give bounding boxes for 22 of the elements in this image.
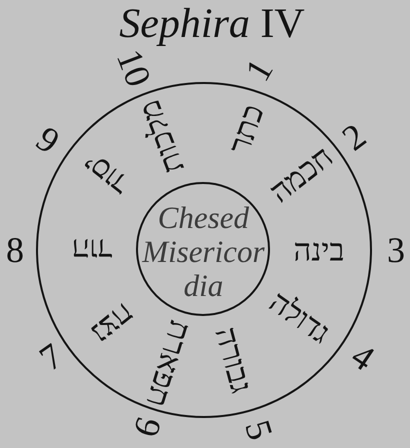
circle-label: Misericor dia bbox=[141, 235, 266, 304]
number-label: 2 bbox=[336, 117, 372, 157]
number-label: 5 bbox=[239, 416, 279, 444]
number-label: 4 bbox=[346, 337, 381, 378]
number-label: 9 bbox=[30, 120, 66, 160]
number-label: 7 bbox=[33, 337, 68, 378]
hebrew-word: הוד bbox=[72, 234, 112, 266]
number-label: 1 bbox=[238, 53, 280, 87]
center-circle bbox=[136, 182, 270, 316]
hebrew-word: יסוד bbox=[78, 146, 135, 201]
hebrew-word: גבורה bbox=[210, 324, 258, 396]
number-label: 6 bbox=[126, 412, 166, 441]
circle-label: Chesed bbox=[156, 201, 250, 236]
number-label: 8 bbox=[6, 232, 24, 268]
number-label: 10 bbox=[110, 44, 158, 92]
title: Sephira IV bbox=[119, 3, 305, 45]
hebrew-word: תפארת bbox=[142, 317, 197, 410]
number-label: 3 bbox=[387, 232, 405, 268]
hebrew-word: מלכות bbox=[132, 96, 188, 178]
hebrew-word: בינה bbox=[294, 234, 344, 266]
hebrew-word: גדולה bbox=[264, 286, 336, 349]
hebrew-word: נצח bbox=[86, 298, 140, 350]
